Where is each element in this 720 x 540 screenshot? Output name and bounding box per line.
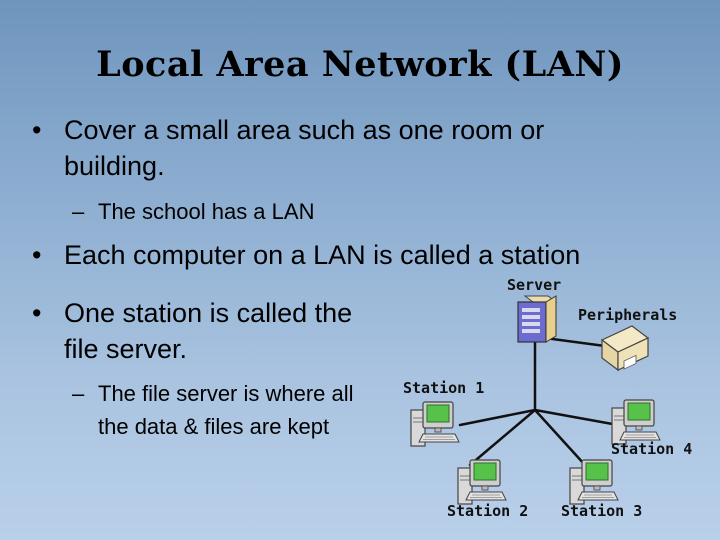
sub-bullet-dash: – (72, 199, 85, 224)
printer-icon (600, 325, 650, 372)
station4-label: Station 4 (611, 440, 692, 458)
station2-label: Station 2 (447, 502, 528, 520)
server-label: Server (507, 276, 561, 294)
station1-label: Station 1 (403, 379, 484, 397)
lan-diagram: Server Peripherals Station 1 Station 4 S… (403, 276, 692, 520)
sub-bullet-item: – The file server is where all the data … (72, 377, 392, 477)
bullet-text: Each computer on a LAN is called a stati… (64, 240, 581, 270)
bullet-text: One station is called the file server. (64, 298, 353, 364)
workstation-icon (569, 459, 619, 505)
server-icon (517, 295, 558, 343)
workstation-icon (611, 399, 661, 445)
sub-bullet-text: The school has a LAN (98, 199, 315, 224)
bullet-item: • Cover a small area such as one room or… (32, 112, 672, 186)
workstation-icon (457, 459, 507, 505)
sub-bullet-item: – The school has a LAN (72, 195, 432, 229)
bullet-text: Cover a small area such as one room or b… (64, 115, 545, 181)
sub-bullet-dash: – (72, 381, 85, 406)
bullet-dot: • (32, 115, 42, 145)
sub-bullet-text: The file server is where all the data & … (98, 381, 354, 439)
bullet-dot: • (32, 240, 42, 270)
peripherals-label: Peripherals (578, 306, 677, 324)
network-links (458, 336, 620, 467)
workstation-icon (410, 401, 460, 447)
station3-label: Station 3 (561, 502, 642, 520)
bullet-item: • Each computer on a LAN is called a sta… (32, 237, 692, 273)
bullet-dot: • (32, 298, 42, 328)
bullet-item: • One station is called the file server. (32, 295, 392, 369)
slide-title: Local Area Network (LAN) (96, 44, 624, 85)
